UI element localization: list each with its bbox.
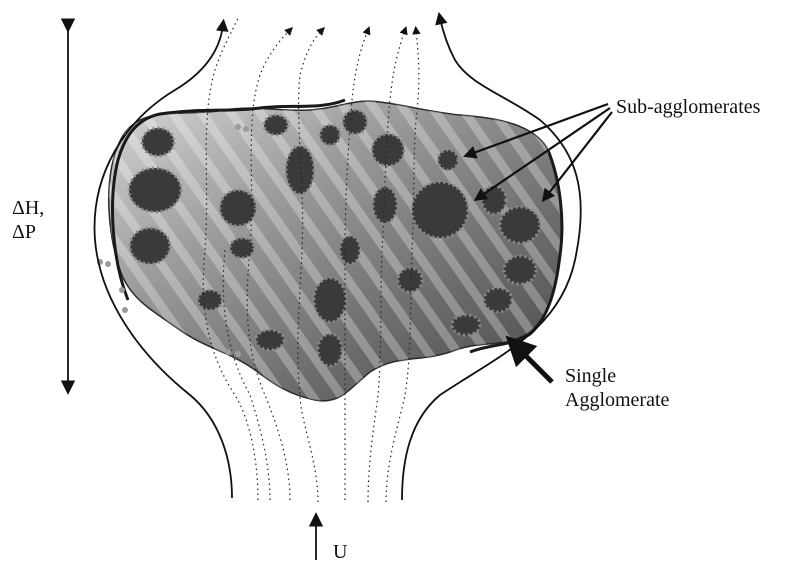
agglomerate-text: Agglomerate [565, 388, 669, 412]
delta-h-text: ΔH, [12, 196, 44, 220]
delta-p-text: ΔP [12, 220, 44, 244]
velocity-label: U [333, 540, 347, 564]
delta-h-delta-p-label: ΔH, ΔP [12, 196, 44, 244]
single-agglomerate-label: Single Agglomerate [565, 364, 669, 412]
single-agglomerate-pointer-arrow [514, 344, 552, 382]
sub-agglomerates-label: Sub-agglomerates [616, 95, 760, 119]
single-text: Single [565, 364, 669, 388]
